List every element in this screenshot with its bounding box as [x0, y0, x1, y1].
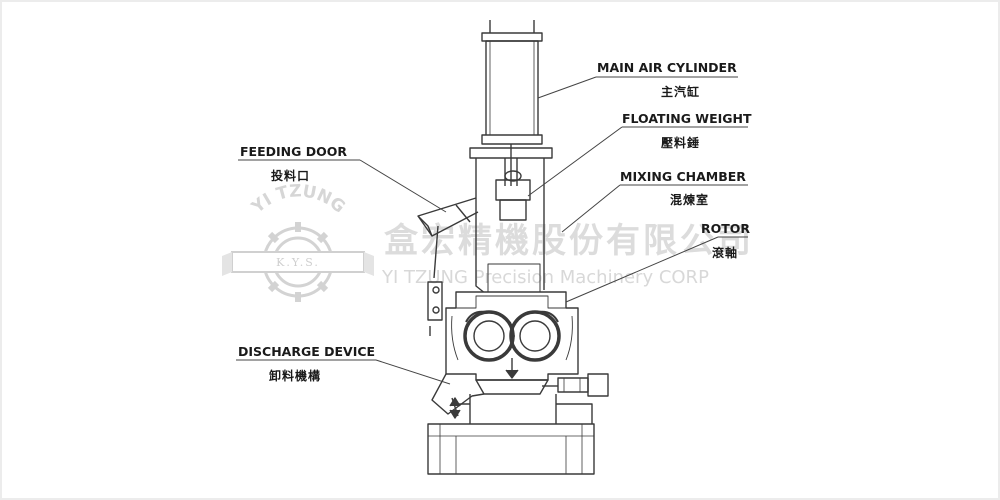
- label-rotor-zh: 滾軸: [712, 245, 738, 260]
- label-discharge-device-en: DISCHARGE DEVICE: [238, 344, 375, 359]
- machine-drawing: [417, 20, 609, 475]
- main-air-cylinder: [481, 20, 543, 145]
- label-floating-weight-en: FLOATING WEIGHT: [622, 111, 752, 126]
- watermark-company-zh: 盒宏精機股份有限公司: [384, 221, 754, 261]
- label-floating-weight-zh: 壓料錘: [661, 135, 700, 150]
- label-main-air-cylinder-en: MAIN AIR CYLINDER: [597, 60, 737, 75]
- callout-lines: [236, 76, 748, 385]
- feeding-door: [417, 197, 479, 336]
- watermark: K.Y.S. YI TZUNG 盒宏精機股份有限公司 YI TZUNG Prec…: [222, 181, 754, 302]
- rotors: [463, 310, 561, 362]
- hopper: [475, 158, 545, 295]
- label-feeding-door-en: FEEDING DOOR: [240, 144, 347, 159]
- label-mixing-chamber-en: MIXING CHAMBER: [620, 169, 746, 184]
- label-rotor: ROTOR 滾軸: [701, 221, 750, 260]
- label-feeding-door-zh: 投料口: [271, 168, 310, 183]
- label-mixing-chamber: MIXING CHAMBER 混煉室: [620, 169, 746, 207]
- label-feeding-door: FEEDING DOOR 投料口: [240, 144, 347, 183]
- base-frame: [427, 394, 595, 475]
- kys-badge-text: K.Y.S.: [276, 256, 320, 269]
- label-discharge-device: DISCHARGE DEVICE 卸料機構: [238, 344, 375, 383]
- label-main-air-cylinder: MAIN AIR CYLINDER 主汽缸: [597, 60, 737, 99]
- discharge-device: [431, 358, 609, 419]
- label-mixing-chamber-zh: 混煉室: [670, 192, 709, 207]
- watermark-company-en: YI TZUNG Precision Machinery CORP: [381, 267, 709, 288]
- label-floating-weight: FLOATING WEIGHT 壓料錘: [622, 111, 752, 150]
- label-rotor-en: ROTOR: [701, 221, 750, 236]
- label-discharge-device-zh: 卸料機構: [269, 368, 321, 383]
- label-main-air-cylinder-zh: 主汽缸: [661, 84, 700, 99]
